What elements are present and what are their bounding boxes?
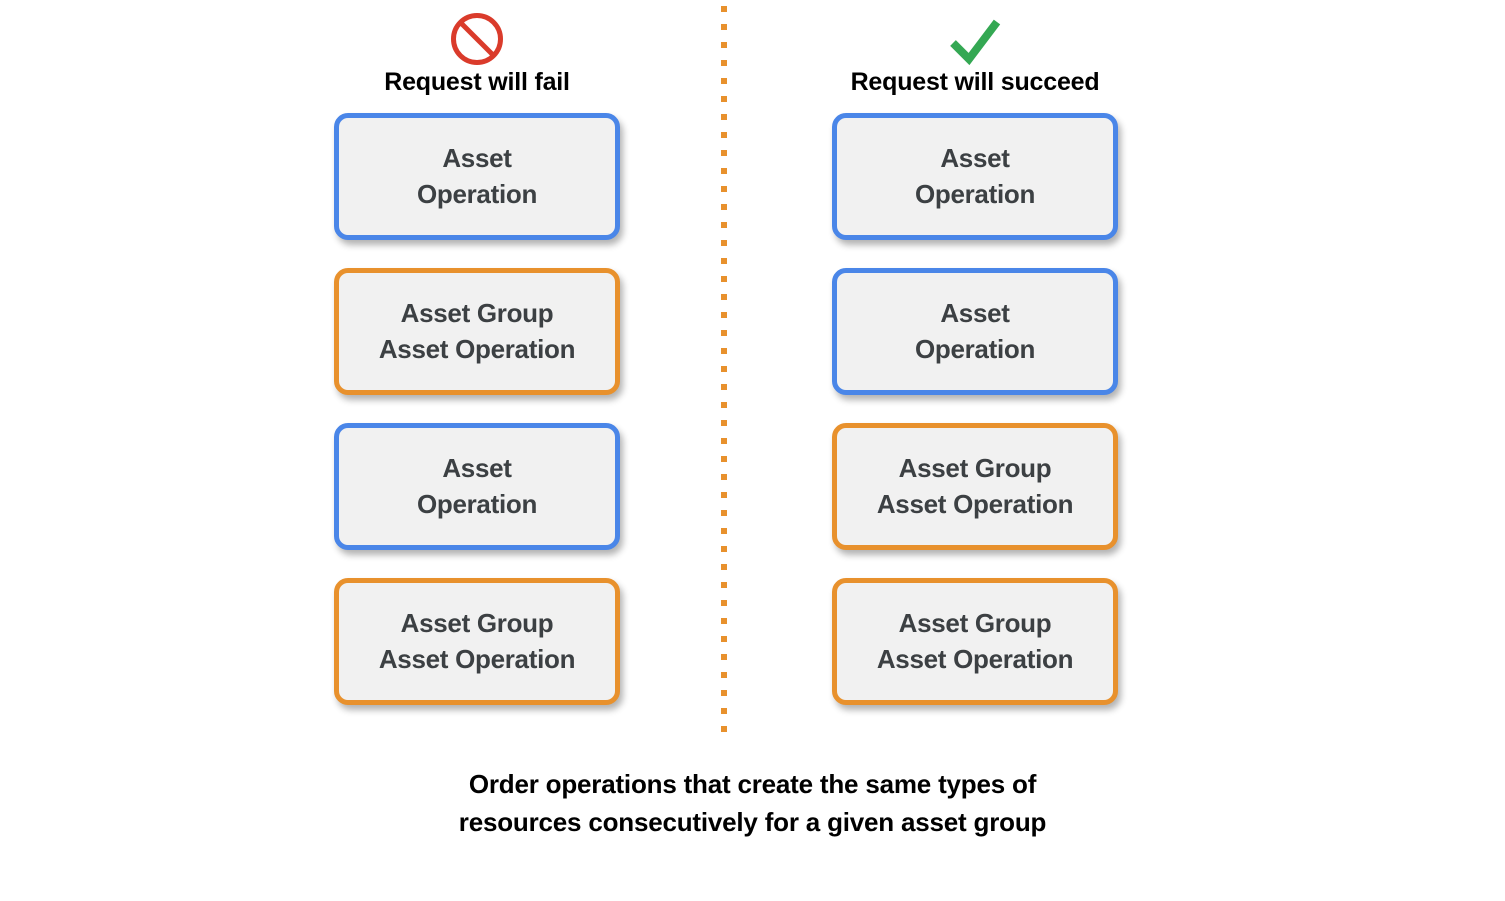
card-label: Asset Operation — [416, 142, 538, 209]
column-header-succeed: Request will succeed — [805, 10, 1145, 95]
card-asset-operation[interactable]: Asset Operation — [832, 113, 1118, 240]
card-asset-operation[interactable]: Asset Operation — [334, 423, 620, 550]
column-header-fail: Request will fail — [307, 10, 647, 95]
diagram-caption: Order operations that create the same ty… — [458, 769, 1047, 837]
card-stack-fail: Asset Operation Asset Group Asset Operat… — [334, 113, 620, 705]
card-label: Asset Operation — [914, 142, 1036, 209]
checkmark-icon — [805, 10, 1145, 68]
card-asset-group-asset-operation[interactable]: Asset Group Asset Operation — [832, 423, 1118, 550]
card-label: Asset Group Asset Operation — [876, 607, 1074, 674]
card-asset-operation[interactable]: Asset Operation — [832, 268, 1118, 395]
prohibition-icon — [307, 10, 647, 68]
card-stack-succeed: Asset Operation Asset Operation Asset Gr… — [832, 113, 1118, 705]
card-label: Asset Group Asset Operation — [876, 452, 1074, 519]
card-label: Asset Operation — [416, 452, 538, 519]
card-asset-group-asset-operation[interactable]: Asset Group Asset Operation — [334, 268, 620, 395]
column-divider — [721, 6, 727, 742]
column-title-fail: Request will fail — [384, 68, 570, 96]
column-title-succeed: Request will succeed — [850, 68, 1100, 96]
card-asset-operation[interactable]: Asset Operation — [334, 113, 620, 240]
card-label: Asset Group Asset Operation — [378, 607, 576, 674]
card-label: Asset Operation — [914, 297, 1036, 364]
card-asset-group-asset-operation[interactable]: Asset Group Asset Operation — [832, 578, 1118, 705]
card-asset-group-asset-operation[interactable]: Asset Group Asset Operation — [334, 578, 620, 705]
card-label: Asset Group Asset Operation — [378, 297, 576, 364]
